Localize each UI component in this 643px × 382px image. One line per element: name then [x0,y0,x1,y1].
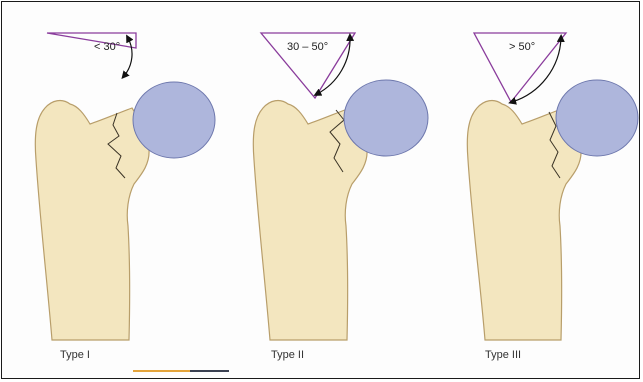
panel-type-3: > 50° Type III [467,33,638,361]
femoral-head-2 [344,80,428,156]
type-label-2: Type II [271,349,304,361]
angle-label-1: < 30° [94,41,120,53]
type-label-1: Type I [60,349,90,361]
type-label-3: Type III [485,349,521,361]
angle-arrow-1 [124,38,132,76]
angle-triangle-1 [47,33,136,48]
angle-label-3: > 50° [509,41,535,53]
femur-shaft-1 [35,101,149,340]
angle-label-2: 30 – 50° [287,41,328,53]
femoral-head-3 [556,80,638,156]
panel-type-1: < 30° Type I [35,33,215,361]
femoral-head-1 [133,82,215,158]
panel-type-2: 30 – 50° Type II [253,33,428,361]
